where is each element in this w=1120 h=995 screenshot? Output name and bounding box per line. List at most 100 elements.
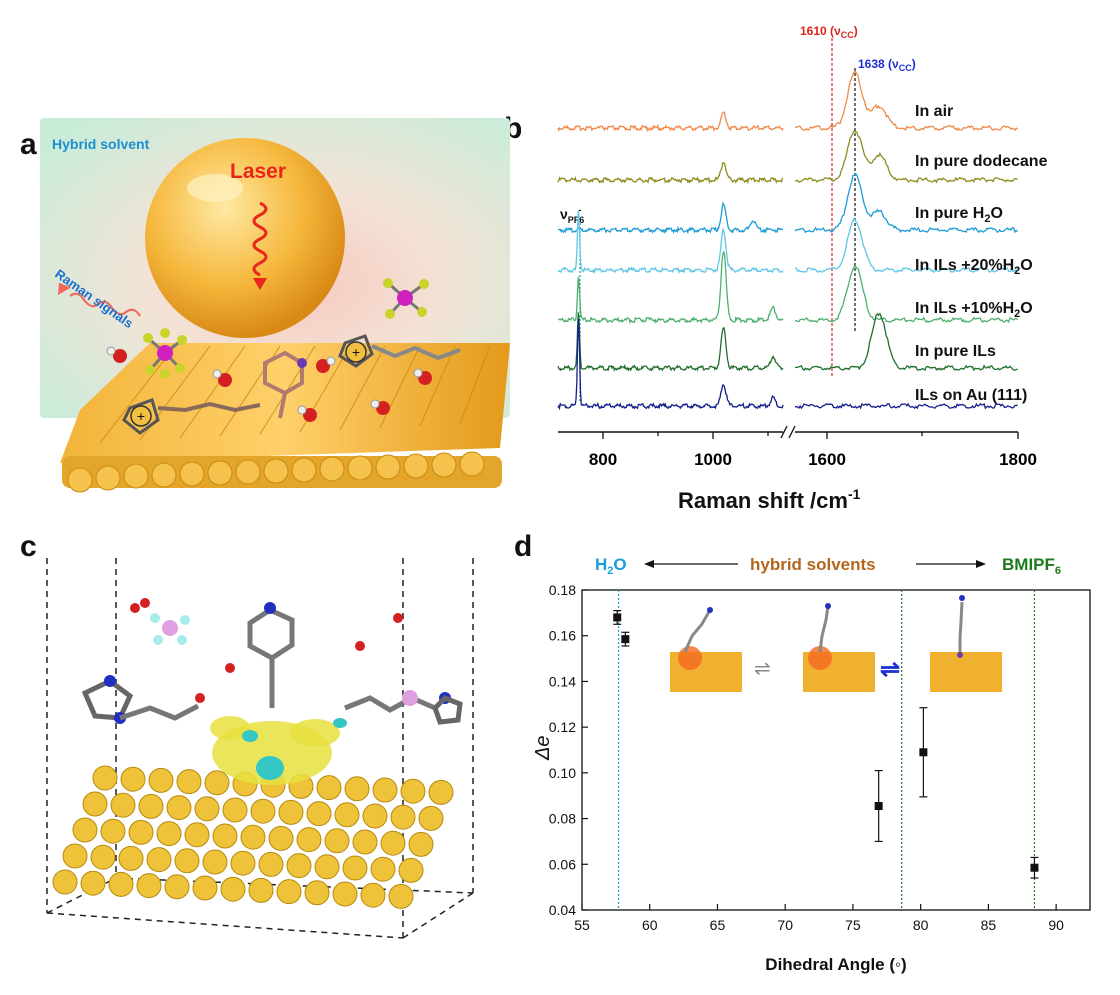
gold-atom xyxy=(370,856,396,882)
gold-atom xyxy=(52,869,78,895)
laser-label: Laser xyxy=(230,160,286,183)
gold-atom xyxy=(92,765,118,791)
data-point xyxy=(1030,863,1039,872)
gold-atom xyxy=(90,844,116,870)
spectrum-label-ils10: In ILs +10%H2O xyxy=(915,300,1033,320)
spectrum-label-pure_ils: In pure ILs xyxy=(915,343,996,360)
gold-atom xyxy=(128,819,154,845)
equilibrium-arrow-icon: ⇌ xyxy=(754,658,771,680)
pf6-anion-icon xyxy=(143,328,187,379)
peak-1638-label: 1638 (νCC) xyxy=(858,57,916,73)
gold-atom xyxy=(360,882,386,908)
gold-atom xyxy=(80,870,106,896)
gold-atom xyxy=(194,796,220,822)
gold-atom-lattice xyxy=(52,765,454,909)
hybrid-header-label: hybrid solvents xyxy=(750,555,876,574)
spectrum-trace-ils10 xyxy=(557,250,784,325)
spectrum-trace-h2o xyxy=(794,172,1019,234)
x-tick-label: 85 xyxy=(981,917,997,933)
gold-atom xyxy=(362,803,388,829)
x-axis-title: Raman shift /cm-1 xyxy=(678,486,861,513)
pf6-label: νPF6- xyxy=(560,205,584,225)
spectrum-label-h2o: In pure H2O xyxy=(915,205,1003,225)
gold-atom xyxy=(372,777,398,803)
x-tick-label: 90 xyxy=(1048,917,1064,933)
gold-atom xyxy=(390,804,416,830)
y-tick-label: 0.04 xyxy=(549,902,576,918)
gold-atom xyxy=(174,848,200,874)
spectrum-trace-ils10 xyxy=(794,264,1019,324)
gold-atom xyxy=(176,769,202,795)
imidazolium-cation-icon xyxy=(344,692,463,725)
spectrum-trace-au111 xyxy=(557,319,784,411)
y-tick-label: 0.18 xyxy=(549,582,576,598)
charge-density-isosurface xyxy=(210,716,347,785)
spectrum-trace-dodecane xyxy=(794,129,1018,184)
gold-atom xyxy=(202,849,228,875)
x-tick-label: 1800 xyxy=(999,450,1037,469)
gold-atom xyxy=(296,827,322,853)
y-tick-label: 0.10 xyxy=(549,765,576,781)
adsorption-config-inset-3 xyxy=(930,595,1002,692)
gold-atom xyxy=(408,831,434,857)
gold-atom xyxy=(148,767,174,793)
equilibrium-arrow-icon: ⇌ xyxy=(880,656,900,683)
imidazolium-cation-icon: + xyxy=(338,334,461,368)
spectrum-trace-air xyxy=(557,111,784,133)
spectrum-trace-ils20 xyxy=(557,210,784,275)
y-tick-label: 0.14 xyxy=(549,673,576,689)
hybrid-solvent-label: Hybrid solvent xyxy=(52,136,150,152)
plot-frame xyxy=(581,589,1091,911)
pf6-anion-icon xyxy=(383,278,429,319)
panel-label-c: c xyxy=(20,530,37,563)
reference-lines xyxy=(617,590,1036,910)
h2o-header-label: H2O xyxy=(595,555,627,577)
adsorption-config-inset-2 xyxy=(803,603,875,692)
gold-atom xyxy=(324,828,350,854)
data-point xyxy=(613,613,622,622)
gold-atom xyxy=(166,795,192,821)
axis-break-mark xyxy=(788,425,796,439)
water-molecule-icon xyxy=(130,598,403,703)
imidazolium-cation-icon: + xyxy=(122,398,261,435)
gold-atom xyxy=(110,792,136,818)
data-point xyxy=(874,802,883,810)
imidazolium-cation-icon xyxy=(81,675,200,724)
gold-atom xyxy=(248,877,274,903)
pyridine-molecule-icon xyxy=(247,602,295,708)
gold-atom xyxy=(120,766,146,792)
gold-atom xyxy=(138,793,164,819)
spectrum-trace-pure_ils xyxy=(557,312,784,372)
spectrum-trace-ils20 xyxy=(794,216,1019,274)
spectrum-trace-h2o xyxy=(558,201,784,235)
gold-atom xyxy=(136,873,162,899)
data-points xyxy=(613,609,1039,879)
gold-atom xyxy=(164,874,190,900)
spectrum-trace-au111 xyxy=(794,402,1018,410)
gold-atom xyxy=(184,822,210,848)
gold-atom xyxy=(82,791,108,817)
axis-break-mark xyxy=(780,425,788,439)
panel-label-a: a xyxy=(20,128,37,161)
gold-atom xyxy=(418,805,444,831)
y-tick-label: 0.06 xyxy=(549,856,576,872)
gold-atom xyxy=(276,879,302,905)
y-tick-label: 0.08 xyxy=(549,811,576,827)
pf6-anion-icon xyxy=(150,613,418,706)
gold-atom xyxy=(100,818,126,844)
gold-atom xyxy=(212,823,238,849)
peak-1610-label: 1610 (νCC) xyxy=(800,24,858,40)
panel-label-d: d xyxy=(514,530,533,563)
gold-atom xyxy=(428,779,454,805)
x-tick-label: 60 xyxy=(642,917,658,933)
svg-text:+: + xyxy=(352,344,360,360)
gold-atom xyxy=(400,778,426,804)
gold-atom xyxy=(220,876,246,902)
adsorption-config-inset-1 xyxy=(670,607,742,692)
gold-atom xyxy=(72,817,98,843)
x-tick-label: 75 xyxy=(845,917,861,933)
gold-atom xyxy=(306,801,332,827)
spectrum-trace-dodecane xyxy=(557,161,784,185)
y-tick-label: 0.12 xyxy=(549,719,576,735)
